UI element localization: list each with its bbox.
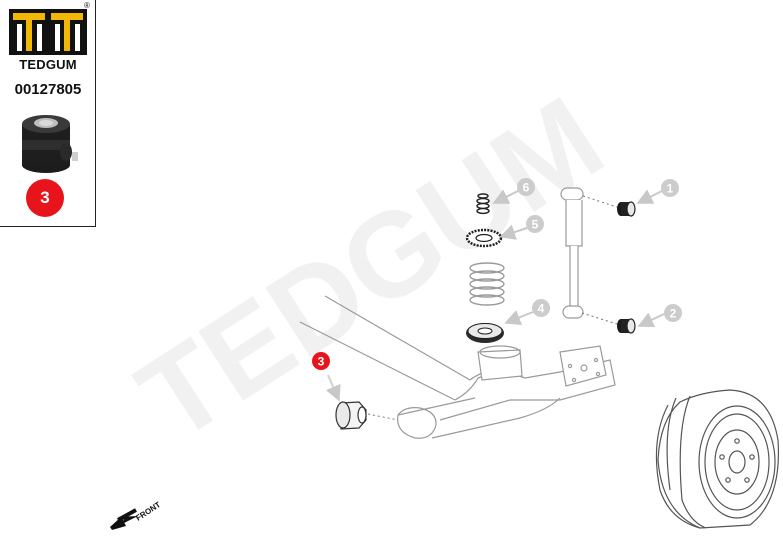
- registered-mark: ®: [84, 1, 90, 10]
- part-3-axle-bushing: [335, 401, 367, 430]
- watermark-text: TEDGUM: [116, 71, 625, 467]
- selected-part-badge: 3: [26, 179, 64, 217]
- product-photo: [22, 115, 78, 173]
- callout-5: 5: [526, 215, 544, 233]
- callout-1-label: 1: [667, 182, 674, 196]
- callout-6: 6: [517, 178, 535, 196]
- part-4-spring-seat: [466, 323, 504, 343]
- wheel: [655, 389, 780, 529]
- part-number: 00127805: [14, 81, 82, 98]
- callout-2: 2: [664, 304, 682, 322]
- leader-lines: [367, 195, 621, 421]
- brand-panel: ® TEDGUM 00127805 3: [0, 0, 96, 227]
- callout-5-label: 5: [532, 218, 539, 232]
- callout-1: 1: [661, 179, 679, 197]
- front-label: FRONT: [134, 500, 162, 523]
- part-1-bushing: [617, 201, 636, 217]
- coil-spring: [469, 262, 505, 306]
- rear-axle-beam: [299, 295, 616, 439]
- callout-4: 4: [532, 299, 550, 317]
- shock-absorber: [560, 187, 584, 319]
- tedgum-logo: [9, 9, 87, 55]
- callout-3: 3: [312, 352, 330, 370]
- part-2-bushing: [617, 318, 636, 334]
- part-5-bearing: [465, 228, 503, 248]
- part-6-bump-stop: [476, 193, 490, 215]
- front-direction-arrow: FRONT: [110, 500, 162, 530]
- callout-6-label: 6: [523, 181, 530, 195]
- callout-2-label: 2: [670, 307, 677, 321]
- brand-logo-graphic: [9, 9, 87, 173]
- callout-4-label: 4: [538, 302, 545, 316]
- callout-3-label: 3: [318, 355, 325, 369]
- callout-arrows: [325, 189, 665, 402]
- brand-name: TEDGUM: [19, 57, 77, 72]
